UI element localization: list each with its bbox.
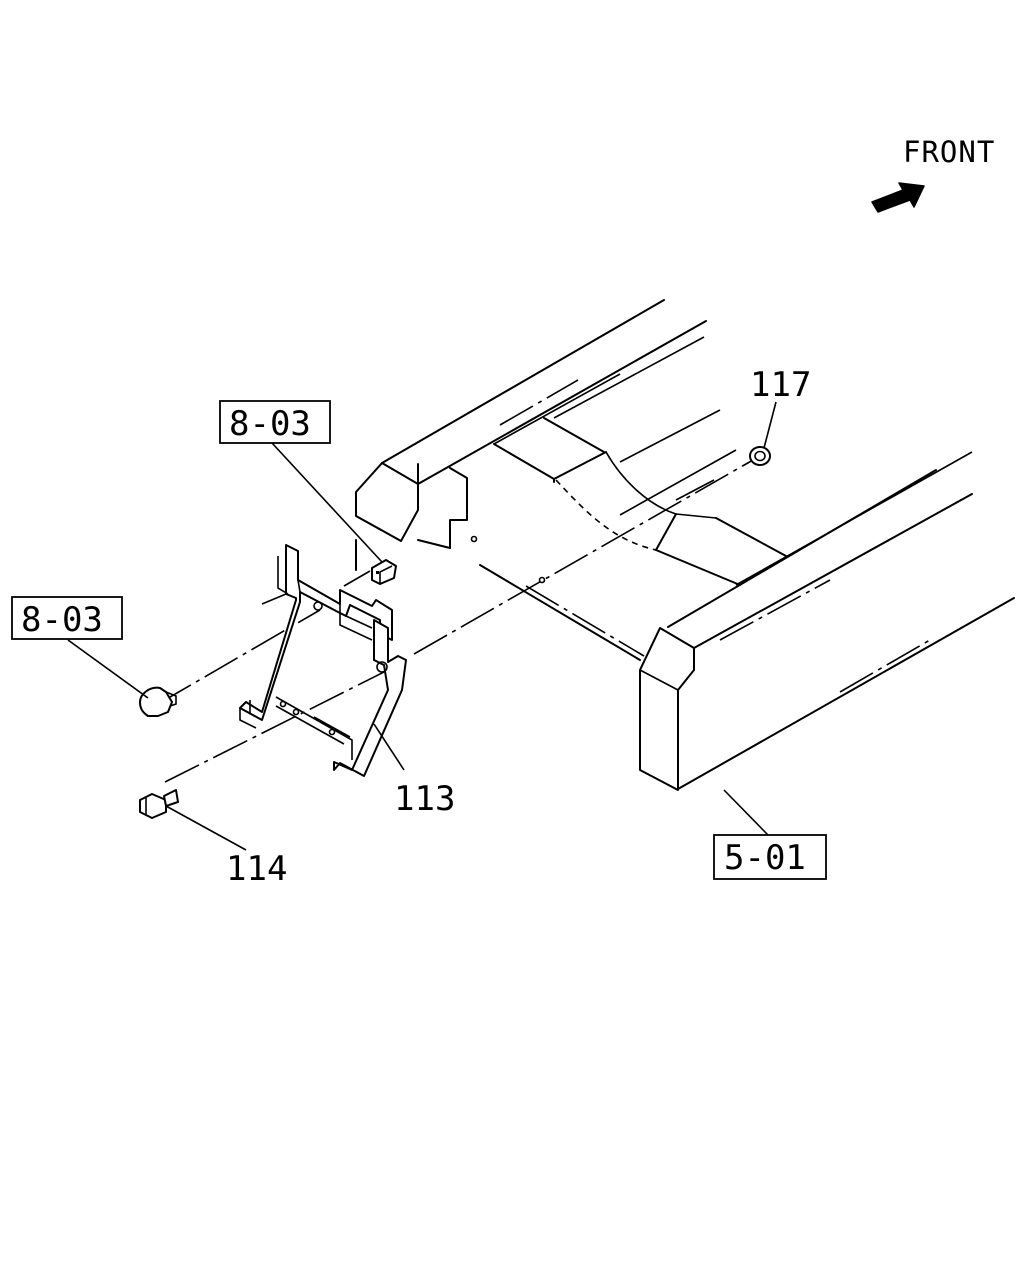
callout-5-01-label: 5-01 bbox=[724, 838, 806, 878]
front-indicator: FRONT bbox=[871, 135, 995, 213]
clip-upper bbox=[371, 559, 397, 585]
callout-8-03-upper-label: 8-03 bbox=[229, 404, 311, 444]
part-number-114: 114 bbox=[226, 849, 287, 889]
nut-117 bbox=[749, 446, 771, 466]
cross-member bbox=[493, 409, 973, 586]
leader-8-03-upper bbox=[271, 442, 383, 563]
assembly-centerlines bbox=[157, 379, 931, 783]
frame-hole bbox=[538, 576, 546, 584]
callout-8-03-upper: 8-03 bbox=[219, 400, 331, 444]
callout-8-03-left: 8-03 bbox=[11, 596, 123, 640]
clip-left bbox=[139, 686, 177, 717]
frame-rail-left bbox=[355, 299, 707, 549]
bracket-113 bbox=[239, 544, 407, 777]
leader-117 bbox=[763, 401, 777, 449]
part-number-113: 113 bbox=[394, 779, 455, 819]
bolt-114 bbox=[139, 789, 179, 819]
front-arrow-icon bbox=[871, 182, 925, 213]
part-number-117: 117 bbox=[750, 365, 811, 405]
callout-5-01: 5-01 bbox=[713, 834, 827, 880]
leader-8-03-left bbox=[67, 639, 149, 699]
leader-114 bbox=[165, 805, 247, 851]
leader-5-01 bbox=[723, 789, 769, 836]
leader-lines bbox=[67, 401, 777, 851]
front-label: FRONT bbox=[903, 135, 995, 169]
frame-rail-right bbox=[355, 469, 1015, 791]
callout-8-03-left-label: 8-03 bbox=[21, 600, 103, 640]
leader-113 bbox=[373, 723, 405, 771]
